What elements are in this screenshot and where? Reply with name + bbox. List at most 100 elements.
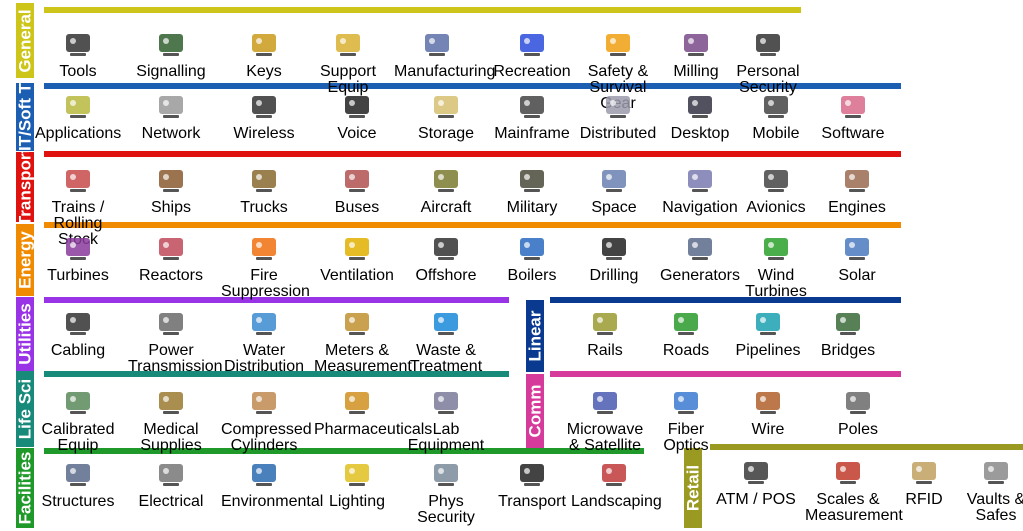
category-item-life[interactable]: Compressed Cylinders [221, 388, 312, 454]
general-tab[interactable]: General [16, 3, 34, 78]
category-item-general[interactable]: Support Equip [305, 30, 391, 96]
category-item-facilities[interactable]: Phys Security [403, 460, 489, 526]
category-item-life[interactable]: Medical Supplies [128, 388, 214, 454]
category-item-transport[interactable]: Buses [314, 166, 400, 216]
category-item-comm[interactable]: Fiber Optics [643, 388, 729, 454]
category-item-transport[interactable]: Navigation [657, 166, 743, 216]
category-item-transport[interactable]: Space [571, 166, 657, 216]
category-item-energy[interactable]: Generators [657, 234, 743, 284]
category-item-facilities[interactable]: Environmental [221, 460, 323, 510]
category-item-energy[interactable]: Ventilation [314, 234, 400, 284]
comm-tab[interactable]: Comm [526, 374, 544, 448]
rfid-tag-icon [907, 458, 941, 486]
category-item-energy[interactable]: Boilers [489, 234, 575, 284]
category-item-general[interactable]: Personal Security [725, 30, 811, 96]
security-camera-icon [429, 460, 463, 488]
category-item-transport[interactable]: Military [489, 166, 575, 216]
category-label: Drilling [589, 267, 639, 284]
category-item-retail[interactable]: Vaults & Safes [953, 458, 1023, 524]
category-item-life[interactable]: Lab Equipment [403, 388, 489, 454]
category-item-comm[interactable]: Poles [815, 388, 901, 438]
category-item-energy[interactable]: Offshore [403, 234, 489, 284]
facilities-tab[interactable]: Facilities [16, 448, 34, 528]
it-software-tab[interactable]: IT/Soft T [16, 83, 34, 151]
category-item-facilities[interactable]: Landscaping [571, 460, 662, 510]
category-item-comm[interactable]: Microwave & Satellite [562, 388, 648, 454]
category-item-utilities[interactable]: Cabling [35, 309, 121, 359]
category-item-general[interactable]: Manufacturing [394, 30, 495, 80]
ship-icon [154, 166, 188, 194]
category-item-facilities[interactable]: Electrical [128, 460, 214, 510]
power-pylon-icon [154, 309, 188, 337]
category-item-general[interactable]: Signalling [128, 30, 214, 80]
turbine-icon [61, 234, 95, 262]
category-label: Fire Suppression [221, 267, 310, 300]
category-item-energy[interactable]: Solar [814, 234, 900, 284]
category-item-energy[interactable]: Fire Suppression [221, 234, 310, 300]
category-item-linear[interactable]: Rails [562, 309, 648, 359]
category-item-it[interactable]: Voice [314, 92, 400, 142]
utilities-tab[interactable]: Utilities [16, 297, 34, 371]
category-item-it[interactable]: Storage [403, 92, 489, 142]
category-item-transport[interactable]: Aircraft [403, 166, 489, 216]
category-item-facilities[interactable]: Transport [489, 460, 575, 510]
category-item-it[interactable]: Mobile [733, 92, 819, 142]
category-item-it[interactable]: Desktop [657, 92, 743, 142]
category-item-retail[interactable]: Scales & Measurement [805, 458, 903, 524]
oil-pump-icon [597, 234, 631, 262]
category-item-energy[interactable]: Reactors [128, 234, 214, 284]
vent-warning-icon [340, 234, 374, 262]
category-item-comm[interactable]: Wire [725, 388, 811, 438]
drill-press-icon [61, 30, 95, 58]
category-item-it[interactable]: Applications [35, 92, 121, 142]
facilities-bar [44, 448, 644, 454]
category-label: Generators [659, 267, 741, 284]
pipeline-icon [751, 309, 785, 337]
category-item-transport[interactable]: Trucks [221, 166, 307, 216]
category-item-general[interactable]: Milling [653, 30, 739, 80]
category-label: Rails [587, 342, 623, 359]
category-item-facilities[interactable]: Lighting [314, 460, 400, 510]
linear-tab[interactable]: Linear [526, 300, 544, 372]
category-item-facilities[interactable]: Structures [35, 460, 121, 510]
category-label: Network [141, 125, 201, 142]
category-item-general[interactable]: Keys [221, 30, 307, 80]
category-item-it[interactable]: Software [810, 92, 896, 142]
category-item-energy[interactable]: Wind Turbines [733, 234, 819, 300]
category-label: Engines [828, 199, 886, 216]
category-label: Recreation [493, 63, 571, 80]
category-item-utilities[interactable]: Meters & Measurement [314, 309, 412, 375]
category-label: Ships [150, 199, 192, 216]
category-item-linear[interactable]: Roads [643, 309, 729, 359]
category-item-linear[interactable]: Pipelines [725, 309, 811, 359]
category-item-it[interactable]: Mainframe [489, 92, 575, 142]
energy-tab[interactable]: Energy [16, 224, 34, 296]
retail-tab[interactable]: Retail [684, 448, 702, 528]
calibrated-device-icon [61, 388, 95, 416]
category-item-utilities[interactable]: Power Transmission [128, 309, 223, 375]
category-item-it[interactable]: Distributed [575, 92, 661, 142]
category-label: Aircraft [420, 199, 472, 216]
category-item-energy[interactable]: Turbines [35, 234, 121, 284]
life-sciences-tab[interactable]: Life Sci [16, 371, 34, 447]
category-item-life[interactable]: Calibrated Equip [35, 388, 121, 454]
category-item-linear[interactable]: Bridges [805, 309, 891, 359]
category-item-transport[interactable]: Ships [128, 166, 214, 216]
category-item-utilities[interactable]: Water Distribution [221, 309, 307, 375]
category-item-it[interactable]: Wireless [221, 92, 307, 142]
category-item-it[interactable]: Network [128, 92, 214, 142]
category-label: Water Distribution [223, 342, 305, 375]
category-item-energy[interactable]: Drilling [571, 234, 657, 284]
category-item-life[interactable]: Pharmaceuticals [314, 388, 432, 438]
comm-bar [550, 371, 901, 377]
transport-tab[interactable]: Transport [16, 152, 34, 222]
category-item-utilities[interactable]: Waste & Treatment [403, 309, 489, 375]
category-item-general[interactable]: Recreation [489, 30, 575, 80]
category-item-retail[interactable]: ATM / POS [713, 458, 799, 508]
category-item-general[interactable]: Tools [35, 30, 121, 80]
category-item-retail[interactable]: RFID [881, 458, 967, 508]
category-item-transport[interactable]: Avionics [733, 166, 819, 216]
category-item-transport[interactable]: Engines [814, 166, 900, 216]
category-label: Wireless [233, 125, 295, 142]
oil-rig-icon [429, 234, 463, 262]
